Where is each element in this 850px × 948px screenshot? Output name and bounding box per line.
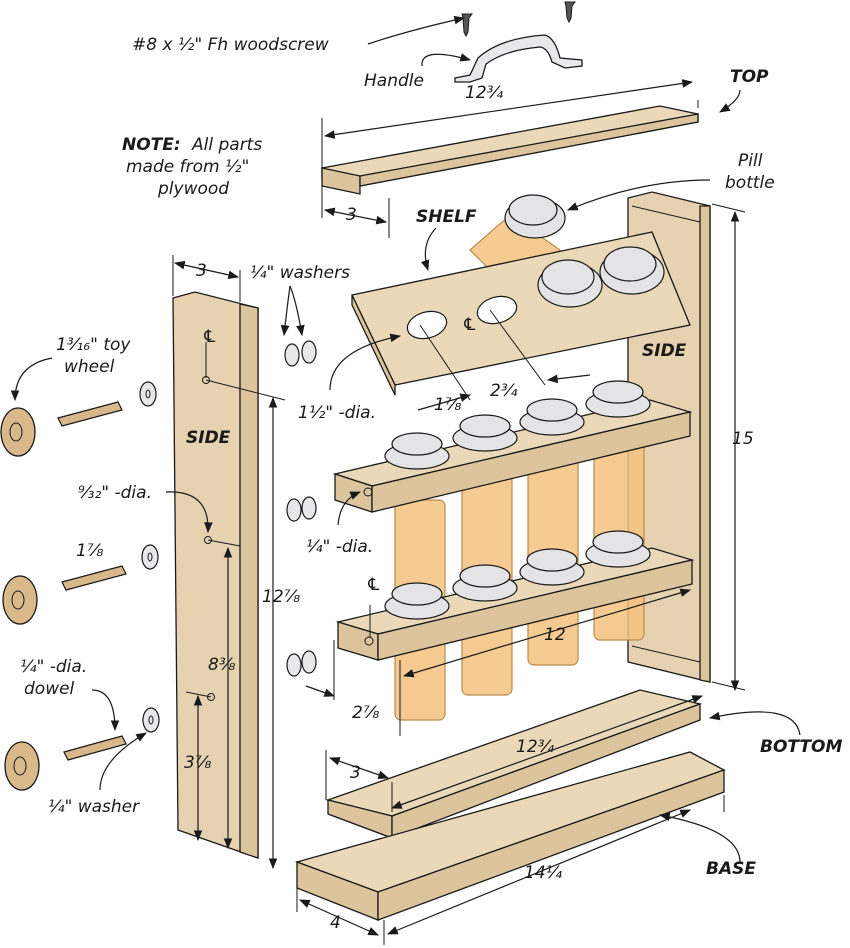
handle-icon [454,34,583,83]
shelf-caps [504,194,665,308]
side-width-dim: 3 [196,261,207,281]
centerline-shelf: ℄ [462,315,477,335]
note-line3: plywood [157,179,229,199]
top-length-dim: 12¾ [465,83,504,103]
toy-wheel-icon [0,407,40,791]
hole-932-label: ⁹⁄₃₂" -dia. [78,483,152,503]
note-line2: made from ½" [126,157,249,177]
bottom-width-dim: 3 [350,763,361,783]
side-lower-hole-dim: 3⅞ [184,753,212,773]
bottom-length-dim: 12¾ [516,737,555,757]
shelf-label: SHELF [416,207,477,227]
top-label: TOP [730,67,769,87]
hole-112-label: 1½" -dia. [298,403,376,423]
top-width-dim: 3 [346,205,357,225]
woodscrew-icon [461,1,576,38]
base-length-dim: 14¼ [524,863,563,883]
centerline-left: ℄ [202,327,217,347]
washers-label: ¼" washers [250,263,350,283]
right-side-height-dim: 15 [732,429,754,449]
handle-label: Handle [364,71,424,91]
top-piece [321,105,699,195]
side-upper-hole-dim: 8⅜ [208,655,236,675]
washer-icon [139,340,317,733]
bottom-label: BOTTOM [760,737,842,757]
dowel-length-dim: 1⅞ [76,541,104,561]
shelf-spacing-dim: 2¾ [490,381,518,401]
right-side-label: SIDE [642,341,687,361]
shelf-offset-dim: 2⅞ [352,703,380,723]
centerline-markers [205,342,371,638]
centerline-lower: ℄ [366,575,381,595]
pill-bottle-label-1: Pill [738,151,763,171]
note-bold: NOTE: [122,135,181,155]
hole-14-label: ¼" -dia. [306,537,373,557]
toy-wheel-label-1: 1³⁄₁₆" toy [56,335,131,355]
middle-caps [384,380,651,470]
woodscrew-label: #8 x ½" Fh woodscrew [132,35,329,55]
dowel-icon [57,401,127,761]
lower-caps [384,530,651,620]
shelf-length-dim: 12 [544,625,566,645]
washer-label: ¼" washer [48,797,140,817]
pill-bottle-label-2: bottle [725,173,775,193]
left-side-label: SIDE [186,428,231,448]
leader-lines [10,15,801,863]
toy-wheel-label-2: wheel [64,357,115,377]
shelf-edge-dim: 1⅞ [434,395,462,415]
side-total-height-dim: 12⅞ [262,587,301,607]
dimension-lines [172,79,746,945]
left-side-piece [172,291,259,859]
dowel-label-2: dowel [24,679,75,699]
note-line1: All parts [191,135,262,155]
base-label: BASE [706,859,756,879]
dowel-label-1: ¼" -dia. [20,657,87,677]
base-width-dim: 4 [330,913,341,933]
